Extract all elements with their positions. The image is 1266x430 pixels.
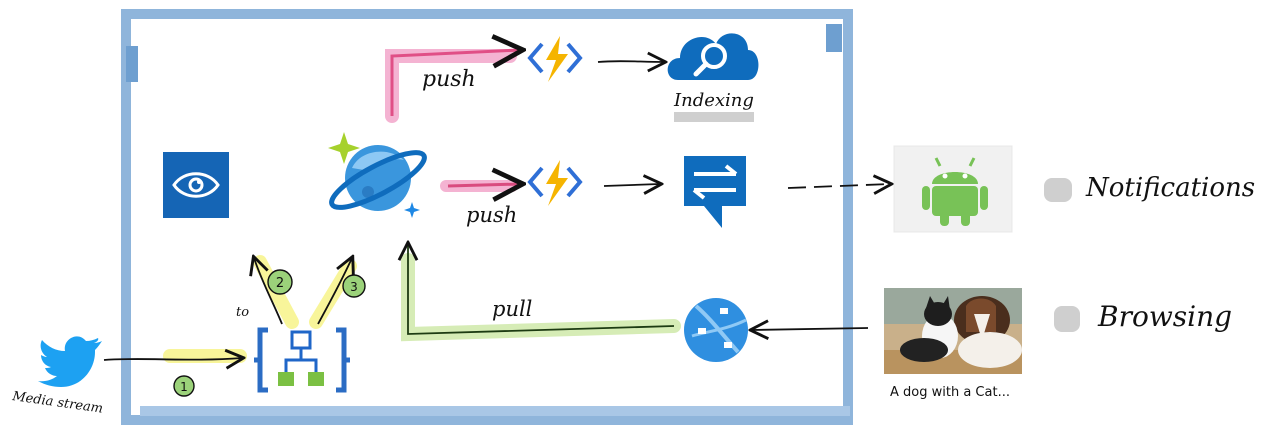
lightning-function-icon (527, 36, 583, 82)
step-label-3: 3 (350, 280, 358, 294)
arrow-function-to-search (597, 61, 664, 62)
label-browsing: Browsing (1097, 300, 1232, 333)
app-service-globe-icon (684, 298, 748, 362)
arrow-stream-to-workflow (103, 358, 242, 360)
notifications-bullet (1044, 178, 1072, 202)
arrow-pull (408, 244, 675, 335)
logic-app-icon (254, 327, 350, 393)
arrow-workflow-step2 (254, 258, 283, 325)
frame (121, 9, 853, 425)
arrow-photo-to-appservice (752, 328, 869, 330)
browsing-bullet (1054, 306, 1080, 332)
label-push-mid: push (466, 203, 517, 227)
label-indexing: Indexing (673, 90, 754, 111)
cloud-search-icon (667, 33, 759, 122)
step-label-1: 1 (180, 380, 188, 394)
label-source: Media stream (10, 389, 103, 417)
twitter-bird-icon (38, 336, 102, 387)
label-to: to (236, 305, 249, 320)
step-label-2: 2 (276, 276, 284, 291)
connectors (103, 50, 890, 360)
label-notifications: Notifications (1085, 173, 1255, 203)
arrow-function-to-hub (603, 184, 660, 186)
arrow-workflow-step3 (317, 258, 352, 325)
step-marker-2 (267, 269, 293, 295)
dog-and-cat-photo (884, 288, 1022, 374)
arrow-push-mid (447, 184, 520, 186)
label-push-top: push (422, 67, 476, 92)
arrow-hub-to-android (787, 184, 890, 188)
lightning-function-icon-2 (527, 160, 583, 206)
step-marker-3 (342, 274, 366, 298)
arrow-push-top (390, 50, 520, 116)
cosmos-planet-icon (328, 132, 427, 218)
eye-icon (163, 152, 229, 218)
notification-hub-icon (684, 156, 746, 228)
step-markers (173, 269, 366, 397)
step-marker-1 (173, 375, 195, 397)
label-pull: pull (492, 297, 532, 321)
android-icon (893, 145, 1013, 233)
photo-caption: A dog with a Cat... (890, 385, 1010, 400)
